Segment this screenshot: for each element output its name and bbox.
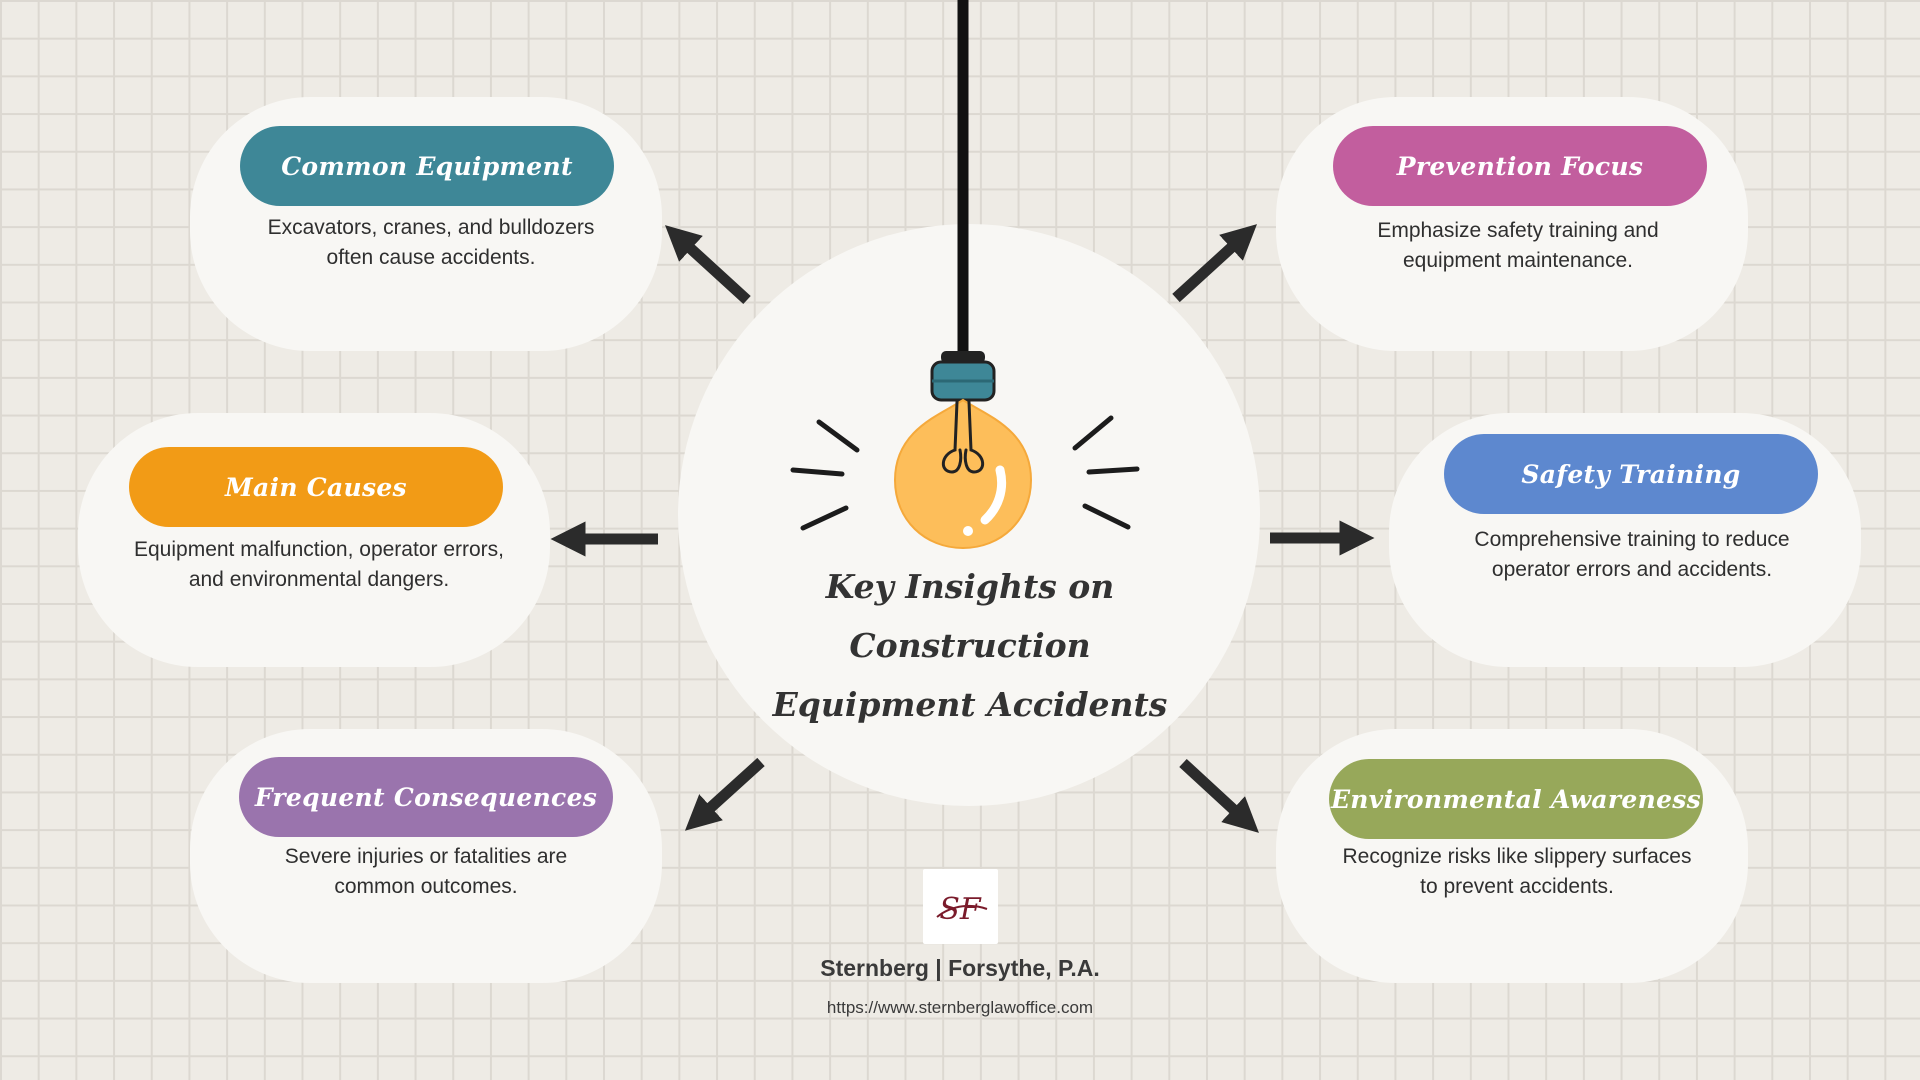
- pill-prevention-focus: Prevention Focus: [1333, 126, 1707, 206]
- pill-environmental-awareness: Environmental Awareness: [1329, 759, 1703, 839]
- desc-main-causes: Equipment malfunction, operator errors, …: [133, 538, 504, 591]
- pill-safety-training: Safety Training: [1444, 434, 1818, 514]
- desc-frequent-consequences: Severe injuries or fatalities are common…: [284, 845, 568, 898]
- light-rays: [790, 415, 1140, 531]
- brand-url[interactable]: https://www.sternberglawoffice.com: [826, 998, 1094, 1017]
- desc-common-equipment: Excavators, cranes, and bulldozers often…: [267, 216, 595, 269]
- arrow-icon-common-equipment: [665, 225, 751, 305]
- logo-icon: SF: [923, 869, 998, 944]
- logo-text: SF: [939, 892, 982, 927]
- desc-environmental-awareness: Recognize risks like slippery surfaces t…: [1342, 845, 1692, 898]
- desc-safety-training: Comprehensive training to reduce operato…: [1474, 528, 1790, 581]
- arrow-icon-prevention-focus: [1172, 224, 1258, 303]
- pill-frequent-consequences: Frequent Consequences: [239, 757, 613, 837]
- pill-common-equipment: Common Equipment: [240, 126, 614, 206]
- lightbulb-icon: [893, 351, 1033, 550]
- hub-title: Key Insights on Construction Equipment A…: [772, 567, 1168, 724]
- arrow-icon-frequent-consequences: [684, 757, 765, 831]
- desc-prevention-focus: Emphasize safety training and equipment …: [1377, 219, 1659, 272]
- pill-main-causes: Main Causes: [129, 447, 503, 527]
- brand-name: Sternberg | Forsythe, P.A.: [820, 955, 1100, 981]
- arrow-icon-environmental-awareness: [1179, 758, 1259, 833]
